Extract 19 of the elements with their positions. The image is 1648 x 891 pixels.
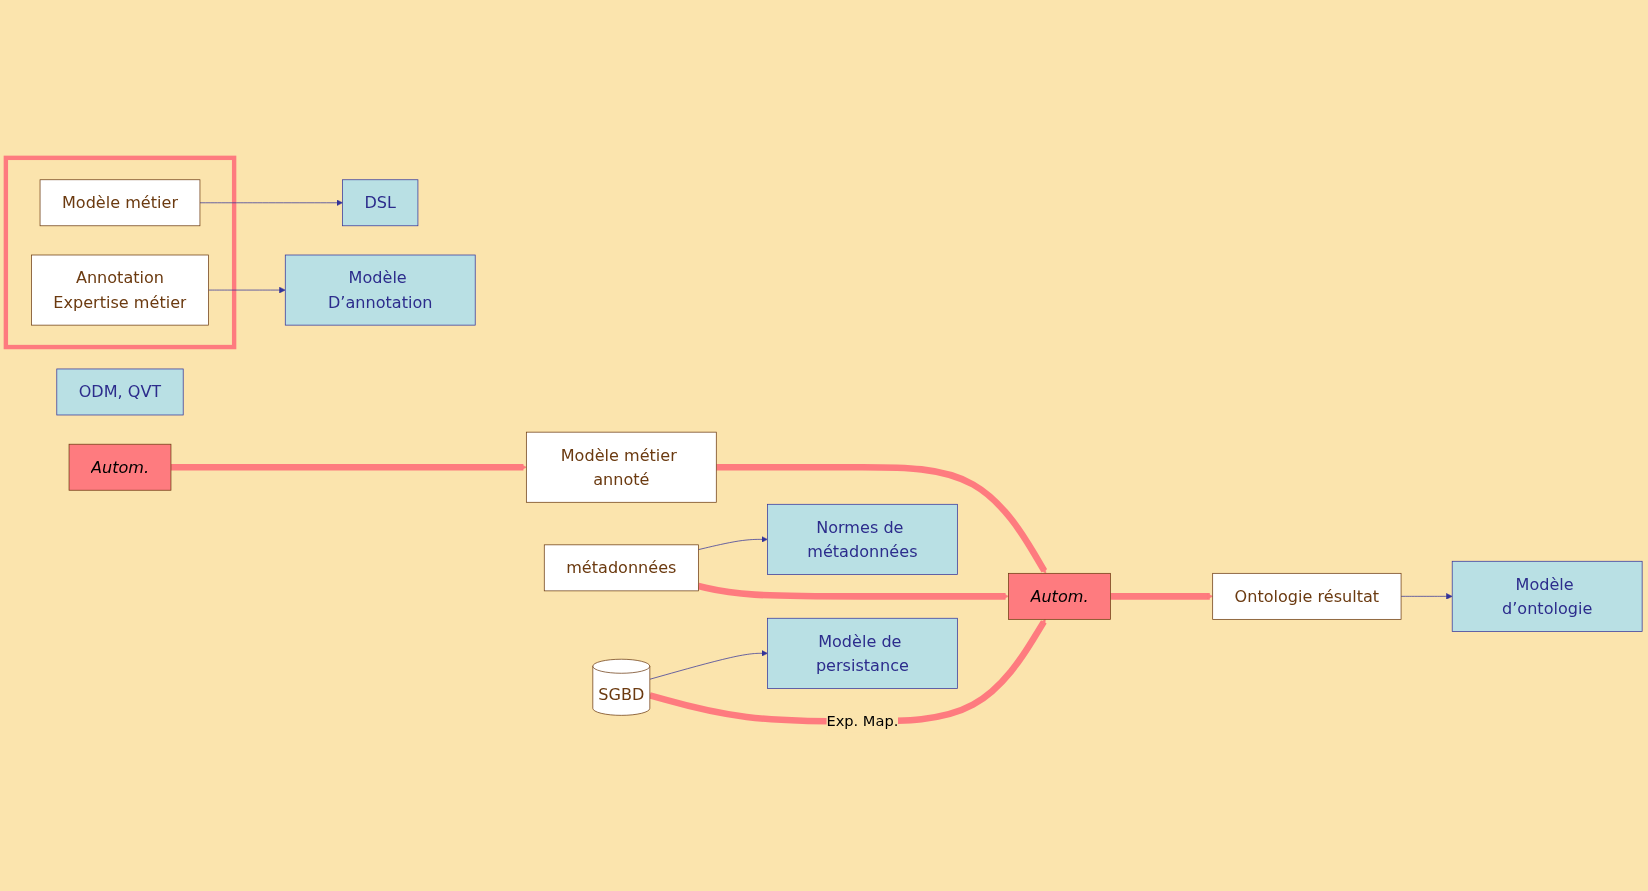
node-box: Autom.	[68, 444, 172, 492]
arrow	[1110, 593, 1213, 601]
arrow	[170, 464, 527, 471]
arrow	[697, 583, 1009, 601]
node-box: Ontologie résultat	[1212, 573, 1402, 621]
node-box: ODM, QVT	[56, 369, 184, 416]
node-box: Modèle métier annoté	[526, 432, 717, 504]
cluster	[3, 156, 237, 350]
node-box: Autom.	[1008, 573, 1111, 621]
node-box: Modèle métier	[39, 179, 201, 227]
node-box: Annotation Expertise métier	[31, 255, 209, 326]
edge-label: Exp. Map.	[826, 712, 899, 731]
node-box: métadonnées	[543, 544, 699, 592]
node-box: Modèle d’ontologie	[1451, 561, 1643, 633]
node-box: DSL	[342, 179, 419, 227]
node-box: Modèle D’annotation	[284, 255, 476, 326]
node-box: Modèle de persistance	[767, 618, 958, 690]
node-box: Normes de métadonnées	[767, 504, 958, 576]
arrow	[716, 464, 1048, 575]
